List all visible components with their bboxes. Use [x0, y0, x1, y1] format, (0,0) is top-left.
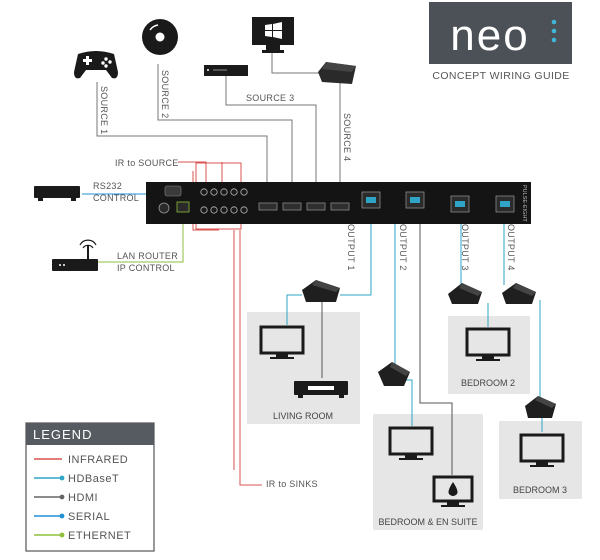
source-1-label: SOURCE 1: [99, 86, 109, 134]
rs232-label: RS232: [93, 181, 122, 191]
windows-monitor-icon: [252, 17, 294, 53]
guide-subtitle: CONCEPT WIRING GUIDE: [432, 70, 569, 82]
soundbar-icon: [294, 381, 348, 398]
tv-icon: [519, 433, 565, 467]
output-3-label: OUTPUT 3: [460, 224, 470, 271]
lan-router-label: LAN ROUTER: [117, 251, 178, 261]
extender-icon: [302, 280, 340, 302]
media-box-icon: [318, 62, 356, 84]
extender-icon: [448, 283, 482, 304]
ir-to-source-label: IR to SOURCE: [115, 158, 179, 168]
neo-matrix-unit: PULSE-EIGHT: [146, 182, 531, 224]
source-2-label: SOURCE 2: [160, 70, 170, 118]
matrix-brand-label: PULSE-EIGHT: [521, 185, 527, 222]
ip-control-label: IP CONTROL: [117, 263, 175, 273]
living-room-label: LIVING ROOM: [273, 411, 333, 421]
legend-item-label: INFRARED: [68, 454, 128, 466]
bedroom-2-label: BEDROOM 2: [461, 378, 515, 388]
extender-icon: [378, 362, 410, 386]
disc-icon: [142, 19, 178, 55]
rs232-control-label: CONTROL: [93, 193, 139, 203]
gamepad-icon: [74, 51, 118, 79]
source-4-label: SOURCE 4: [342, 113, 352, 161]
source-3-label: SOURCE 3: [246, 93, 294, 103]
output-2-label: OUTPUT 2: [398, 224, 408, 271]
legend-item-label: SERIAL: [68, 511, 110, 523]
tv-icon: [465, 327, 511, 361]
legend-title: LEGEND: [33, 427, 92, 442]
ir-to-sinks-label: IR to SINKS: [266, 479, 318, 489]
bedroom-3-label: BEDROOM 3: [513, 485, 567, 495]
output-1-label: OUTPUT 1: [346, 224, 356, 271]
water-drop-icon: [448, 482, 458, 496]
extender-icon: [525, 396, 556, 418]
router-icon: [52, 239, 98, 271]
set-top-box-icon: [34, 186, 80, 201]
legend-item-label: HDMI: [68, 492, 98, 504]
tv-icon: [432, 475, 474, 507]
bedroom-ensuite-label: BEDROOM & EN SUITE: [378, 517, 477, 527]
legend-item-label: HDBaseT: [68, 473, 119, 485]
extender-icon: [502, 283, 536, 304]
tv-icon: [388, 426, 434, 460]
output-4-label: OUTPUT 4: [506, 224, 516, 271]
tv-icon: [259, 325, 305, 359]
media-box-icon: [204, 65, 248, 76]
legend-item-label: ETHERNET: [68, 530, 131, 542]
logo-text: neo: [450, 11, 529, 60]
neo-logo: neo: [429, 2, 572, 64]
legend: LEGEND INFRARED HDBaseT HDMI SERIAL ETHE…: [25, 422, 155, 552]
